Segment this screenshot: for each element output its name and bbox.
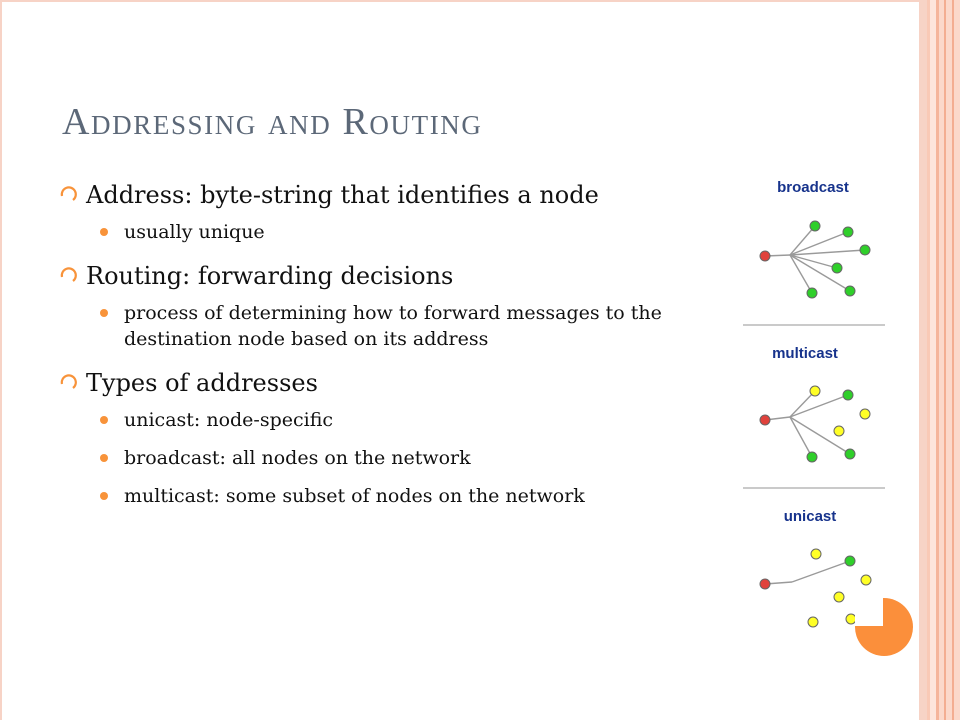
receiver-node-icon [844, 448, 856, 460]
broadcast-nodes [759, 220, 871, 299]
right-frame-stripe [919, 0, 927, 720]
unicast-panel: unicast [759, 508, 872, 628]
sub-bullet-dot-icon [100, 309, 108, 317]
receiver-node-icon [842, 226, 854, 238]
non-receiver-node-icon [833, 425, 845, 437]
sub-bullet-dot-icon [100, 416, 108, 424]
addressing-diagram: broadcast multicast [743, 179, 885, 628]
multicast-nodes [759, 385, 871, 463]
multicast-label: multicast [772, 345, 838, 362]
receiver-node-icon [831, 262, 843, 274]
sub-bullet-text: multicast: some subset of nodes on the n… [124, 485, 585, 507]
receiver-node-icon [844, 285, 856, 297]
unicast-label: unicast [784, 508, 837, 525]
receiver-node-icon [809, 220, 821, 232]
receiver-node-icon [842, 389, 854, 401]
non-receiver-node-icon [859, 408, 871, 420]
receiver-node-icon [844, 555, 856, 567]
receiver-node-icon [806, 451, 818, 463]
source-node-icon [759, 578, 771, 590]
sub-bullet: process of determining how to forward me… [86, 300, 732, 352]
bullet-address-types: Types of addresses unicast: node-specifi… [60, 368, 732, 509]
decorative-circle-cutout [855, 598, 883, 626]
sub-bullet-dot-icon [100, 454, 108, 462]
bullet-list: Address: byte-string that identifies a n… [60, 180, 732, 525]
broadcast-label: broadcast [777, 179, 849, 196]
non-receiver-node-icon [807, 616, 819, 628]
bullet-marker-icon [60, 267, 77, 282]
sub-bullet-dot-icon [100, 228, 108, 236]
sub-bullet-list: usually unique [86, 219, 732, 245]
non-receiver-node-icon [860, 574, 872, 586]
slide-title: Addressing and Routing [62, 101, 483, 143]
broadcast-panel: broadcast [759, 179, 871, 299]
sub-bullet-list: unicast: node-specific broadcast: all no… [86, 407, 732, 509]
right-frame-stripe [939, 0, 960, 720]
sub-bullet: broadcast: all nodes on the network [86, 445, 732, 471]
non-receiver-node-icon [833, 591, 845, 603]
unicast-nodes [759, 548, 872, 628]
bullet-text: Routing: forwarding decisions [86, 262, 454, 290]
source-node-icon [759, 414, 771, 426]
sub-bullet-text: usually unique [124, 221, 265, 243]
right-frame-stripe [927, 0, 930, 720]
sub-bullet-text: process of determining how to forward me… [124, 302, 662, 350]
bullet-text: Address: byte-string that identifies a n… [86, 181, 599, 209]
non-receiver-node-icon [810, 548, 822, 560]
top-border [0, 0, 919, 2]
right-frame-stripe [944, 0, 946, 720]
multicast-links [764, 390, 851, 458]
bullet-routing: Routing: forwarding decisions process of… [60, 261, 732, 352]
broadcast-links [764, 225, 866, 294]
non-receiver-node-icon [809, 385, 821, 397]
bullet-text: Types of addresses [86, 369, 318, 397]
sub-bullet: usually unique [86, 219, 732, 245]
bullet-address: Address: byte-string that identifies a n… [60, 180, 732, 245]
multicast-panel: multicast [759, 345, 871, 463]
sub-bullet-list: process of determining how to forward me… [86, 300, 732, 352]
right-frame-stripe [952, 0, 954, 720]
sub-bullet: multicast: some subset of nodes on the n… [86, 483, 732, 509]
sub-bullet-text: broadcast: all nodes on the network [124, 447, 471, 469]
bullet-marker-icon [60, 374, 77, 389]
sub-bullet: unicast: node-specific [86, 407, 732, 433]
right-frame-stripe [930, 0, 936, 720]
sub-bullet-dot-icon [100, 492, 108, 500]
left-border [0, 0, 2, 720]
unicast-links [764, 560, 851, 585]
sub-bullet-text: unicast: node-specific [124, 409, 334, 431]
receiver-node-icon [806, 287, 818, 299]
source-node-icon [759, 250, 771, 262]
bullet-marker-icon [60, 186, 77, 201]
receiver-node-icon [859, 244, 871, 256]
right-frame-stripe [936, 0, 939, 720]
